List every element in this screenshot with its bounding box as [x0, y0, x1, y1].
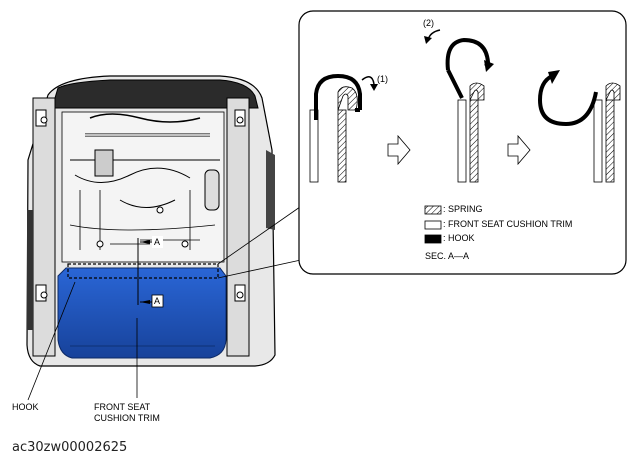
legend-spring-text: : SPRING — [443, 204, 483, 214]
step-1-label: (1) — [377, 74, 388, 84]
legend-hook-swatch — [424, 234, 442, 244]
legend-spring-swatch — [424, 205, 442, 215]
stage-3 — [537, 70, 621, 183]
step-arrow-2 — [507, 134, 531, 166]
front-seat-cushion-trim-label: FRONT SEAT CUSHION TRIM — [94, 402, 160, 423]
legend-trim-swatch — [424, 220, 442, 230]
stage-1 — [309, 73, 378, 183]
hook-leader — [27, 281, 76, 401]
marker-a-lower: A — [154, 296, 161, 306]
section-label: SEC. A—A — [425, 251, 470, 261]
step-arrow-1 — [387, 134, 411, 166]
legend-hook-text: : HOOK — [443, 233, 475, 243]
figure-caption: ac30zw00002625 — [12, 440, 128, 455]
hook-area-highlight — [67, 263, 219, 279]
hook-label: HOOK — [12, 402, 39, 412]
step-2-label: (2) — [423, 18, 434, 28]
marker-a-upper: A — [154, 237, 161, 247]
legend-trim-text: : FRONT SEAT CUSHION TRIM — [443, 219, 573, 229]
cushion-trim-blue — [57, 267, 227, 359]
stage-2 — [424, 29, 494, 183]
